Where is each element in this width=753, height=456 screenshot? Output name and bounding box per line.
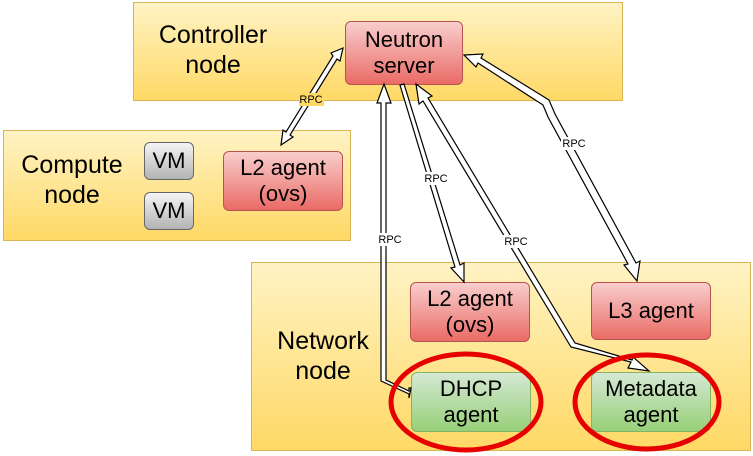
dhcp-agent-box: DHCP agent — [411, 372, 531, 432]
rpc-label-dhcp: RPC — [378, 234, 401, 246]
vm-box-2: VM — [144, 192, 194, 230]
rpc-label-l3: RPC — [562, 138, 585, 150]
rpc-label-metadata: RPC — [504, 236, 527, 248]
rpc-arrow-network-l2 — [399, 83, 465, 284]
rpc-label-network-l2: RPC — [424, 173, 447, 185]
neutron-server-box: Neutron server — [345, 21, 463, 85]
compute-l2-agent-box: L2 agent (ovs) — [223, 151, 343, 211]
network-node-label: Network node — [277, 327, 369, 385]
metadata-agent-box: Metadata agent — [591, 372, 711, 432]
l3-agent-box: L3 agent — [591, 282, 711, 340]
network-l2-agent-box: L2 agent (ovs) — [410, 282, 530, 342]
vm-box-1: VM — [144, 142, 194, 180]
compute-node-label: Compute node — [21, 151, 123, 209]
controller-node-label: Controller node — [158, 21, 268, 79]
